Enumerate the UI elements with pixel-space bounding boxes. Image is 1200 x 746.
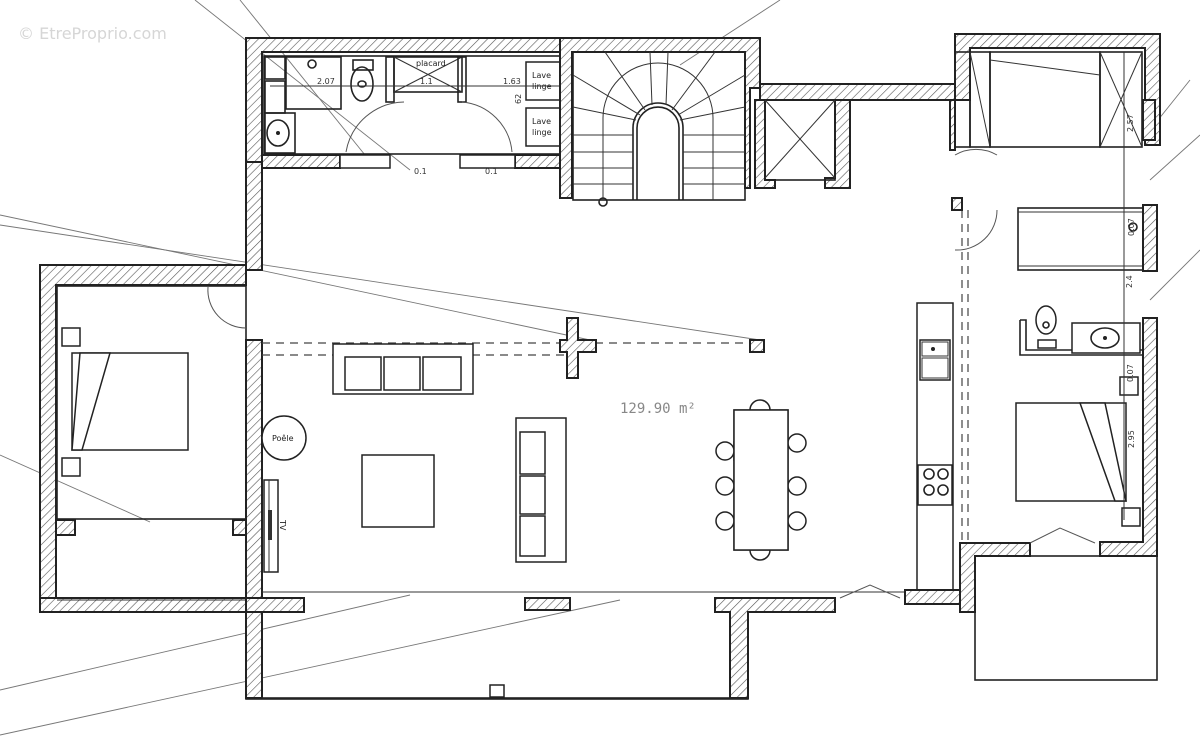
washer-2-label: Lave	[532, 117, 551, 126]
wc-laundry-walls	[245, 37, 568, 271]
washer-2-label-2: linge	[532, 128, 552, 137]
dim-1-1: 1.1	[420, 77, 433, 86]
corridor-walls	[754, 83, 956, 189]
right-wing: 2.57 0.07 2.4 0.07 2.95	[949, 33, 1161, 681]
watermark-text: EtreProprio.com	[39, 24, 167, 43]
living-furniture: Poêle TV 129.90 m²	[261, 343, 807, 573]
kitchen	[904, 210, 969, 605]
beam	[262, 317, 765, 379]
dim-1-63: 1.63	[503, 77, 521, 86]
dim-2-07: 2.07	[317, 77, 335, 86]
door-note-2: 0.1	[485, 167, 498, 176]
left-bedroom	[39, 264, 263, 621]
dim-0-07-a: 0.07	[1127, 218, 1136, 236]
dim-2-57: 2.57	[1126, 114, 1135, 132]
copyright-icon: ©	[18, 24, 34, 43]
total-area-label: 129.90 m²	[620, 401, 696, 417]
stove-label: Poêle	[272, 433, 294, 443]
closet-label: placard	[416, 59, 446, 68]
tv-label: TV	[278, 519, 287, 531]
door-note-1: 0.1	[414, 167, 427, 176]
watermark: © EtreProprio.com	[18, 24, 167, 43]
dim-2-4: 2.4	[1125, 275, 1134, 288]
staircase	[559, 37, 761, 207]
dim-62: 62	[514, 94, 523, 104]
dim-0-07-b: 0.07	[1126, 364, 1135, 382]
dim-2-95: 2.95	[1127, 430, 1136, 448]
washer-1-label: Lave	[532, 71, 551, 80]
living-walls	[245, 584, 905, 700]
